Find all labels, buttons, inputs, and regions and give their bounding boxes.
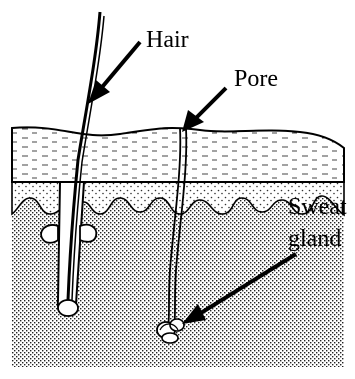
pore-arrow (182, 88, 226, 132)
epidermis-upper-layer (12, 127, 344, 182)
sweat-gland-label-line1: Sweat (288, 194, 347, 220)
hair-bulb (58, 300, 78, 316)
hair-label: Hair (146, 27, 189, 53)
sebaceous-gland-right (80, 225, 96, 242)
sweat-gland-label-line2: gland (288, 226, 341, 252)
sebaceous-gland-left (41, 225, 58, 243)
pore-label: Pore (234, 66, 278, 92)
